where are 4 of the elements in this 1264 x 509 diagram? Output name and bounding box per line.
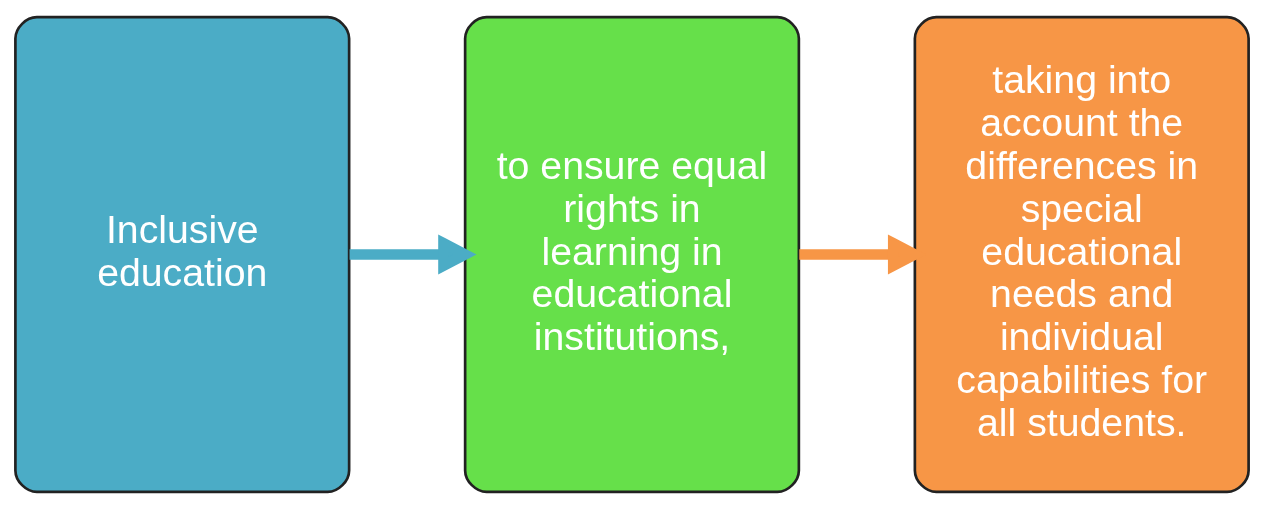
node-box: taking into account the differences in special educational needs and individual capabilities for all students. [913, 15, 1250, 494]
node-box: Inclusive education [14, 15, 351, 494]
arrow [349, 234, 477, 275]
node-box: to ensure equal rights in learning in educational institutions, [463, 15, 801, 494]
